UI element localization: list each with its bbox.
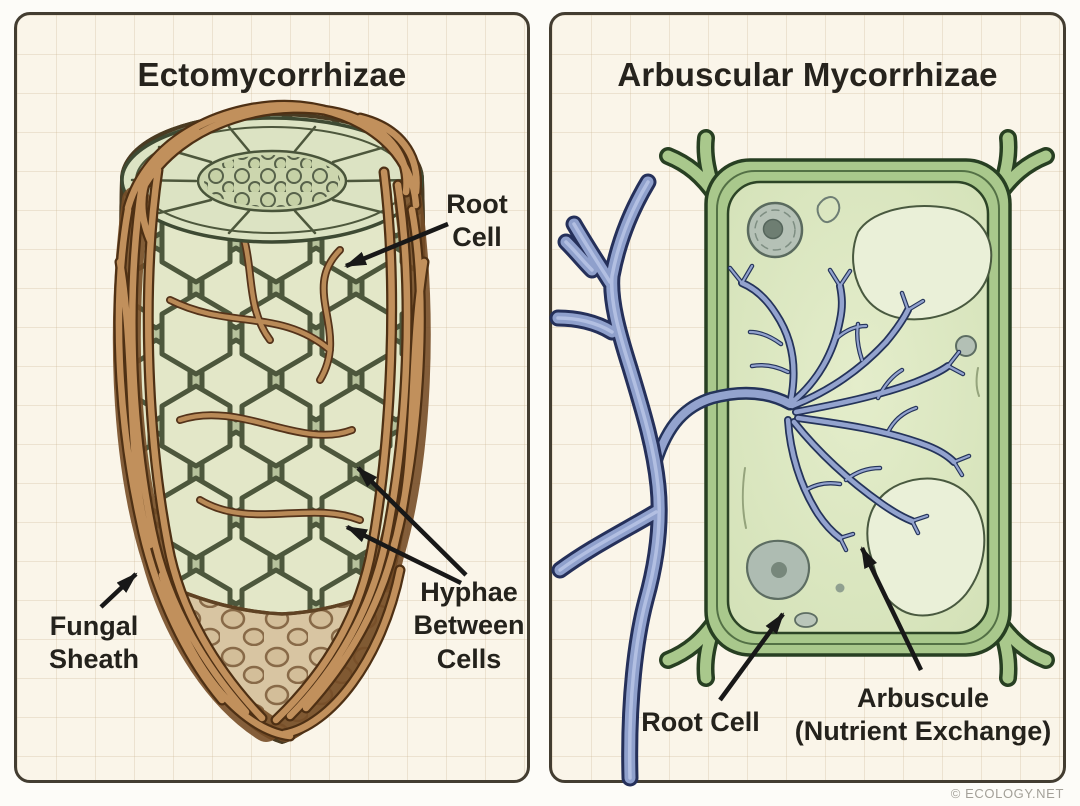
title-arbuscular-mycorrhizae: Arbuscular Mycorrhizae [617, 56, 998, 93]
label-hyphae-between-cells: Hyphae Between Cells [413, 577, 525, 674]
label-root-cell-left: Root Cell [446, 189, 508, 253]
label-arbuscule: Arbuscule (Nutrient Exchange) [794, 683, 1052, 747]
panel-arbuscular-mycorrhizae: Arbuscular Mycorrhizae [549, 12, 1066, 783]
label-root-cell-right: Root Cell [641, 707, 760, 737]
watermark-text: © ECOLOGY.NET [950, 786, 1064, 801]
title-ectomycorrhizae: Ectomycorrhizae [137, 56, 407, 93]
label-fungal-sheath: Fungal Sheath [48, 611, 140, 675]
